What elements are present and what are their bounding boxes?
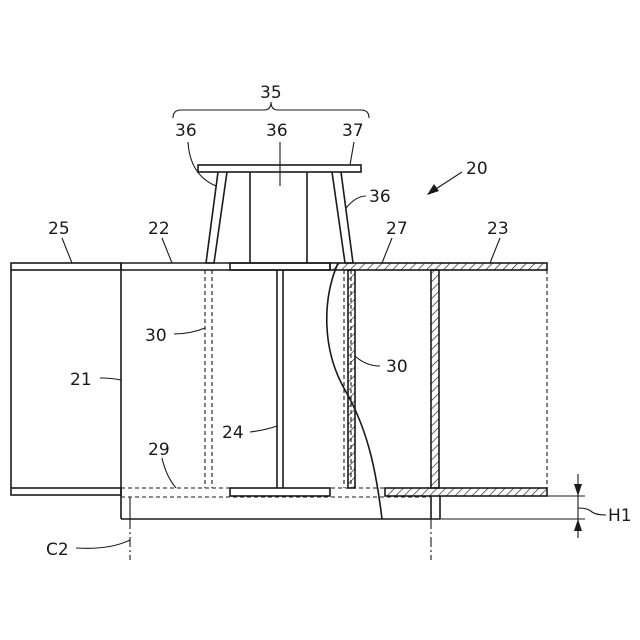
dimension-h1 (440, 474, 606, 538)
label-25: 25 (48, 219, 70, 239)
label-27: 27 (386, 219, 408, 239)
leader-27 (382, 238, 392, 263)
leader-21 (100, 378, 121, 380)
leader-30-left (174, 328, 205, 334)
dim-leader (578, 508, 606, 515)
label-22: 22 (148, 219, 170, 239)
label-23: 23 (487, 219, 509, 239)
right-beam-web-hatched (431, 270, 439, 488)
center-lines (130, 519, 431, 560)
label-H1: H1 (608, 506, 632, 526)
left-beam-bottom-flange (11, 488, 121, 495)
leader-C2 (76, 540, 130, 548)
label-36-left: 36 (175, 121, 197, 141)
left-beam (11, 263, 121, 495)
leader-23 (490, 238, 500, 263)
column-member (121, 263, 440, 519)
label-30-right: 30 (386, 357, 408, 377)
leader-37 (350, 142, 354, 165)
label-20: 20 (466, 159, 488, 179)
right-sloped-plate (332, 172, 353, 263)
dashed-stiffeners (205, 270, 351, 488)
label-C2: C2 (46, 540, 69, 560)
dim-arrow-top (574, 484, 582, 496)
leader-24 (250, 426, 277, 432)
label-37: 37 (342, 121, 364, 141)
left-beam-top-flange (11, 263, 121, 270)
leader-25 (62, 238, 72, 263)
web-plate (230, 270, 330, 496)
top-flange-center-plate (230, 263, 330, 270)
leader-22 (162, 238, 172, 263)
right-beam-top-flange-hatched (330, 263, 547, 270)
leader-36-left (188, 142, 216, 186)
label-35: 35 (260, 83, 282, 103)
label-36-center: 36 (266, 121, 288, 141)
label-24: 24 (222, 423, 244, 443)
label-21: 21 (70, 370, 92, 390)
label-29: 29 (148, 440, 170, 460)
leader-36-right (346, 196, 366, 208)
top-flange (121, 263, 330, 270)
dim-arrow-bottom (574, 519, 582, 531)
leader-29 (162, 458, 176, 488)
leader-30-right (355, 356, 380, 366)
right-beam (330, 263, 547, 519)
right-beam-bottom-flange-hatched (385, 488, 547, 496)
label-36-right: 36 (369, 187, 391, 207)
brace-35 (173, 102, 369, 118)
left-sloped-plate (206, 172, 227, 263)
label-30-left: 30 (145, 326, 167, 346)
arrow-20-head (427, 184, 439, 195)
web-bottom-plate (230, 488, 330, 496)
